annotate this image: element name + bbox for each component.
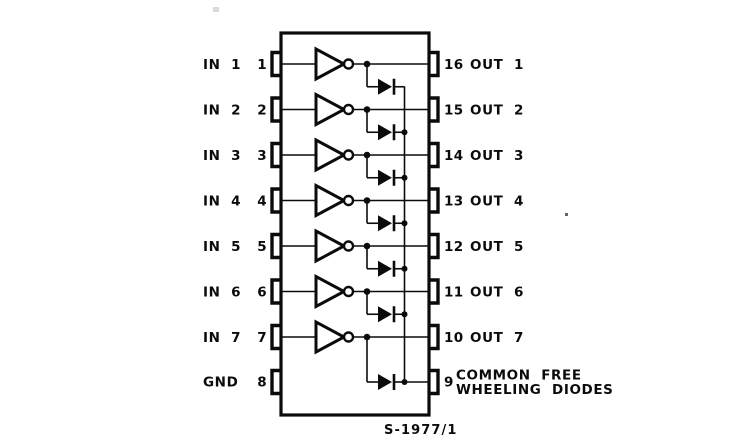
left-pin: [270, 96, 281, 123]
inverter-bubble: [342, 149, 355, 161]
right-pin: [429, 368, 440, 396]
output-junction-dot: [363, 151, 371, 159]
freewheel-diode: [378, 215, 392, 232]
input-label: IN 6: [203, 285, 241, 301]
left-pin: [270, 368, 281, 396]
output-pin-number: 15: [444, 103, 464, 119]
right-pin: [429, 232, 440, 260]
inverter-triangle: [314, 228, 348, 264]
input-label: IN 3: [203, 148, 241, 164]
output-junction-dot: [363, 106, 371, 113]
channel: IN 3 3 14 OUT 3: [203, 137, 524, 186]
output-label: OUT 7: [470, 330, 524, 346]
output-pin-number: 16: [444, 57, 464, 73]
inverter-triangle: [314, 319, 348, 355]
output-junction-dot: [363, 288, 371, 295]
output-label: OUT 4: [470, 194, 524, 210]
input-pin-number: 4: [257, 194, 267, 210]
left-pin: [270, 278, 281, 305]
right-pin: [429, 96, 440, 123]
output-junction-dot: [363, 60, 371, 68]
inverter-bubble: [342, 285, 355, 298]
input-label: IN 2: [203, 103, 241, 119]
pin9-label-line1: COMMON FREE: [456, 368, 582, 384]
inverter-bubble: [342, 240, 355, 252]
freewheel-diode: [378, 306, 392, 323]
right-pin: [429, 278, 440, 305]
output-pin-number: 12: [444, 239, 464, 255]
print-artifact: [213, 7, 219, 12]
left-pin: [270, 50, 281, 78]
output-label: OUT 1: [470, 57, 524, 73]
inverter-bubble: [342, 331, 355, 343]
output-pin-number: 14: [444, 148, 464, 164]
input-pin-number: 6: [257, 285, 267, 301]
channel: IN 1 1 16 OUT 1: [203, 46, 524, 95]
inverter-triangle: [314, 137, 348, 173]
output-label: OUT 6: [470, 285, 524, 301]
channel: IN 4 4 13 OUT 4: [203, 182, 524, 232]
input-pin-number: 3: [257, 148, 267, 164]
freewheel-diode: [378, 169, 392, 186]
output-pin-number: 13: [444, 194, 464, 210]
right-pin: [429, 187, 440, 214]
inverter-bubble: [342, 194, 355, 207]
left-pin: [270, 141, 281, 169]
inverter-bubble: [342, 103, 355, 116]
input-pin-number: 5: [257, 239, 267, 255]
gnd-pin-number: 8: [257, 375, 267, 391]
pin9-number: 9: [444, 375, 454, 391]
channel: IN 7 7 10 OUT 7: [203, 319, 524, 390]
output-label: OUT 2: [470, 103, 524, 119]
output-pin-number: 10: [444, 330, 464, 346]
inverter-triangle: [314, 273, 348, 310]
output-label: OUT 5: [470, 239, 524, 255]
right-pin: [429, 323, 440, 351]
left-pin: [270, 323, 281, 351]
print-artifact: [565, 213, 568, 216]
input-pin-number: 2: [257, 103, 267, 119]
freewheel-diode: [378, 124, 392, 141]
freewheel-diode: [378, 260, 392, 277]
output-pin-number: 11: [444, 285, 464, 301]
input-label: IN 4: [203, 194, 241, 210]
figure-caption: S-1977/1: [384, 423, 458, 438]
output-label: OUT 3: [470, 148, 524, 164]
output-junction-dot: [363, 242, 371, 250]
freewheel-diode: [378, 78, 392, 95]
inverter-triangle: [314, 182, 348, 219]
input-pin-number: 7: [257, 330, 267, 346]
left-pin: [270, 187, 281, 214]
input-label: IN 7: [203, 330, 241, 346]
input-label: IN 1: [203, 57, 241, 73]
ic-body: [279, 31, 431, 417]
freewheel-diode: [378, 374, 392, 390]
right-pin: [429, 141, 440, 169]
channel: IN 6 6 11 OUT 6: [203, 273, 524, 323]
channel: IN 5 5 12 OUT 5: [203, 228, 524, 277]
output-junction-dot: [363, 197, 371, 204]
output-junction-dot: [363, 333, 371, 341]
gnd-label: GND: [203, 375, 238, 391]
input-pin-number: 1: [257, 57, 267, 73]
inverter-bubble: [342, 58, 355, 70]
inverter-triangle: [314, 46, 348, 82]
bus-junction-dot: [401, 379, 408, 385]
input-label: IN 5: [203, 239, 241, 255]
right-pin: [429, 50, 440, 78]
channel: IN 2 2 15 OUT 2: [203, 91, 524, 141]
inverter-triangle: [314, 91, 348, 128]
pin9-label-line2: WHEELING DIODES: [456, 382, 614, 398]
left-pin: [270, 232, 281, 260]
